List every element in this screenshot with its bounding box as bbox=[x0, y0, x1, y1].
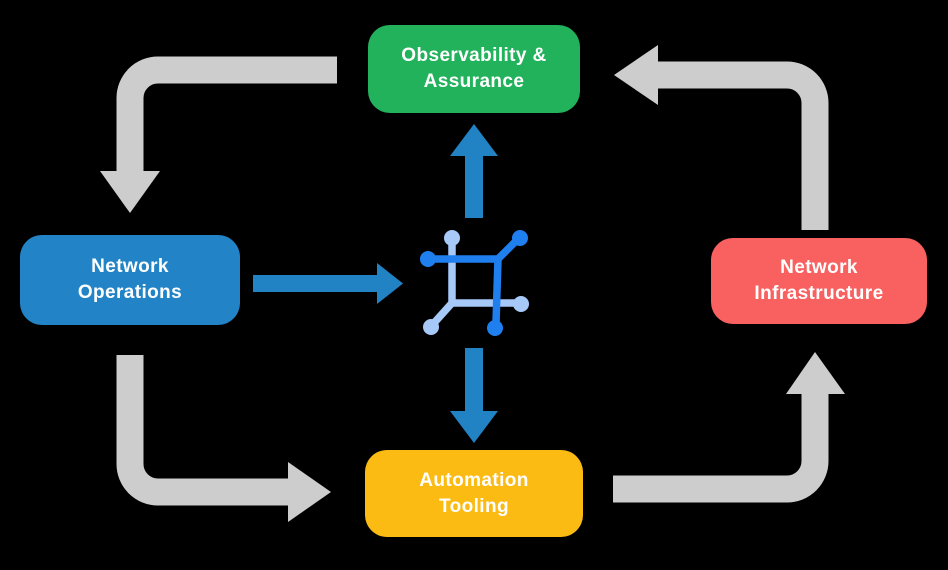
node-label: Network Operations bbox=[77, 256, 183, 303]
node-network-operations: Network Operations bbox=[20, 235, 240, 325]
node-network-infrastructure: Network Infrastructure bbox=[711, 238, 927, 324]
accent-arrow-center-to-bottom bbox=[450, 348, 498, 443]
cycle-arrow-top-to-left bbox=[100, 56, 337, 213]
node-automation-tooling: Automation Tooling bbox=[365, 450, 583, 537]
arrowhead-up-icon bbox=[450, 124, 498, 156]
cycle-arrow-left-to-bottom bbox=[116, 355, 331, 522]
node-label: Observability & Assurance bbox=[401, 45, 547, 92]
arrowhead-right-icon bbox=[288, 462, 331, 522]
network-fabric-icon bbox=[420, 230, 529, 336]
accent-arrow-left-to-center bbox=[253, 263, 403, 304]
accent-arrow-center-to-top bbox=[450, 124, 498, 218]
node-label: Automation Tooling bbox=[419, 469, 529, 517]
arrowhead-up-icon bbox=[786, 352, 845, 394]
node-observability-assurance: Observability & Assurance bbox=[368, 25, 580, 113]
arrowhead-down-icon bbox=[100, 171, 160, 213]
node-label: Network Infrastructure bbox=[754, 257, 884, 304]
arrowhead-left-icon bbox=[614, 45, 658, 105]
cycle-arrow-right-to-top bbox=[614, 45, 829, 230]
arrowhead-right-icon bbox=[377, 263, 403, 304]
arrowhead-down-icon bbox=[450, 411, 498, 443]
cycle-arrow-bottom-to-right bbox=[613, 352, 845, 503]
